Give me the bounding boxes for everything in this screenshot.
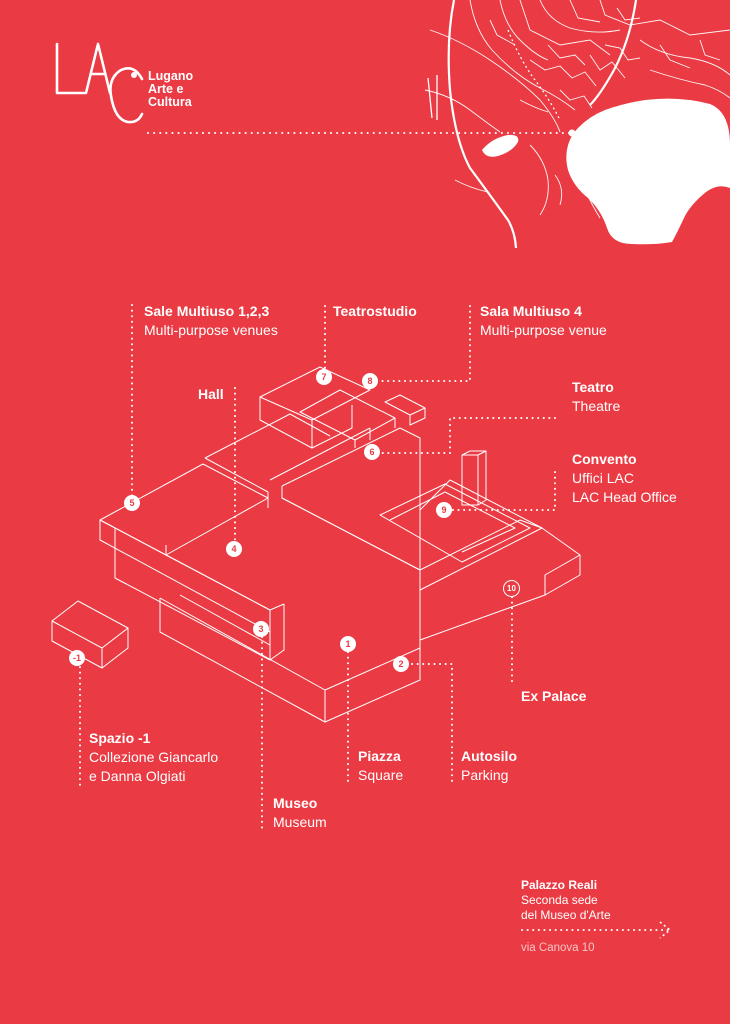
marker-9: 9 — [436, 502, 452, 518]
label-ex-palace: Ex Palace — [521, 687, 586, 706]
label-title: Sala Multiuso 4 — [480, 303, 582, 319]
palazzo-reali-address: via Canova 10 — [521, 942, 595, 954]
logo-dot — [131, 72, 137, 78]
label-subtitle: Parking — [461, 767, 509, 783]
palazzo-reali-line-1: Seconda sede — [521, 893, 598, 907]
logo-text: Lugano Arte e Cultura — [148, 70, 193, 109]
logo-line-1: Lugano — [148, 69, 194, 83]
marker-2: 2 — [393, 656, 409, 672]
arrow-right-icon — [521, 921, 672, 939]
marker-4: 4 — [226, 541, 242, 557]
lac-building-isometric — [51, 366, 581, 723]
label-teatro: Teatro Theatre — [572, 378, 620, 416]
lake-shape — [566, 98, 730, 245]
label-subtitle-2: LAC Head Office — [572, 489, 677, 505]
logo-line-3: Cultura — [148, 95, 192, 109]
label-autosilo: Autosilo Parking — [461, 747, 517, 785]
marker-8: 8 — [362, 373, 378, 389]
logo-line-2: Arte e — [148, 82, 184, 96]
label-title: Autosilo — [461, 748, 517, 764]
palazzo-reali-title: Palazzo Reali — [521, 878, 598, 892]
label-title: Sale Multiuso 1,2,3 — [144, 303, 270, 319]
label-title: Hall — [198, 386, 224, 402]
marker-3: 3 — [253, 621, 269, 637]
label-title: Teatro — [572, 379, 614, 395]
label-subtitle: Collezione Giancarlo — [89, 749, 219, 765]
marker-5: 5 — [124, 495, 140, 511]
palazzo-reali-note: Palazzo Reali Seconda sede del Museo d'A… — [521, 878, 611, 956]
label-sale-multiuso: Sale Multiuso 1,2,3 Multi-purpose venues — [144, 302, 278, 340]
label-spazio: Spazio -1 Collezione Giancarlo e Danna O… — [89, 729, 218, 786]
label-subtitle: Theatre — [572, 398, 621, 414]
lac-logo-mark — [55, 42, 144, 124]
label-sala-multiuso-4: Sala Multiuso 4 Multi-purpose venue — [480, 302, 607, 340]
park-shape — [482, 134, 519, 157]
spazio-block — [51, 600, 129, 669]
label-subtitle: Uffici LAC — [572, 470, 634, 486]
label-title: Museo — [273, 795, 318, 811]
marker-7: 7 — [316, 369, 332, 385]
marker-10: 10 — [503, 580, 520, 597]
label-museo: Museo Museum — [273, 794, 327, 832]
label-convento: Convento Uffici LAC LAC Head Office — [572, 450, 677, 507]
label-piazza: Piazza Square — [358, 747, 403, 785]
label-title: Piazza — [358, 748, 401, 764]
label-subtitle: Multi-purpose venues — [144, 322, 278, 338]
marker-6: 6 — [364, 444, 380, 460]
label-title: Spazio -1 — [89, 730, 151, 746]
label-subtitle: Museum — [273, 814, 327, 830]
label-title: Teatrostudio — [333, 303, 417, 319]
label-teatrostudio: Teatrostudio — [333, 302, 417, 321]
label-subtitle-2: e Danna Olgiati — [89, 768, 186, 784]
label-subtitle: Square — [358, 767, 404, 783]
city-map — [424, 0, 730, 249]
label-subtitle: Multi-purpose venue — [480, 322, 607, 338]
marker-1: 1 — [340, 636, 356, 652]
palazzo-reali-line-2: del Museo d'Arte — [521, 908, 611, 922]
label-title: Ex Palace — [521, 688, 587, 704]
label-hall: Hall — [198, 385, 224, 404]
leader-lines — [79, 304, 556, 831]
label-title: Convento — [572, 451, 637, 467]
marker-minus-1: -1 — [69, 650, 85, 666]
